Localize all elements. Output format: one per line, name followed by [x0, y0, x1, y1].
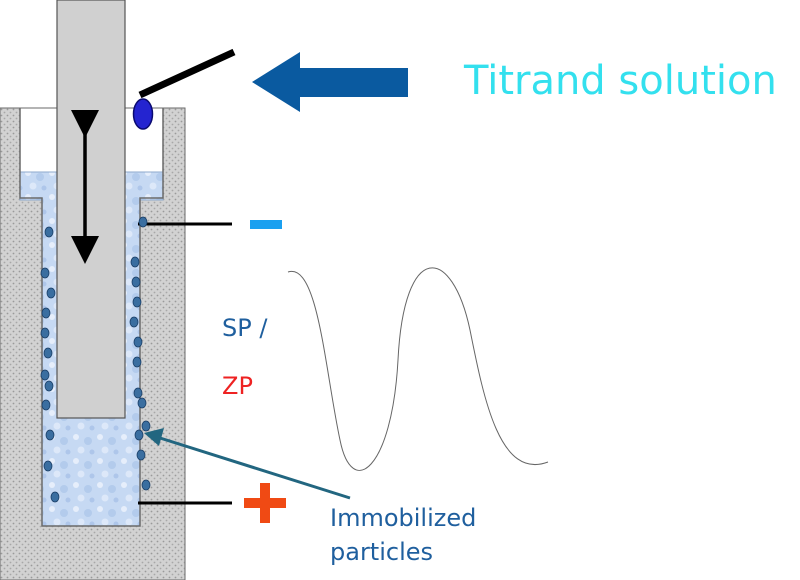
particle	[45, 429, 55, 441]
plus-sign	[244, 483, 286, 523]
valve-lever	[138, 48, 236, 99]
particle	[132, 356, 142, 368]
minus-sign	[250, 220, 282, 229]
particle	[44, 380, 54, 392]
particle	[129, 316, 139, 328]
signal-wave	[287, 267, 549, 471]
zp-label: ZP	[222, 372, 253, 400]
particle	[40, 327, 50, 339]
particle	[40, 267, 50, 279]
particle	[138, 216, 148, 228]
particle	[131, 276, 141, 288]
particle	[40, 369, 50, 381]
cavity-outline	[19, 108, 164, 527]
particle	[137, 397, 147, 409]
particle	[44, 226, 54, 238]
inflow-arrow	[252, 52, 408, 112]
particle	[133, 387, 143, 399]
immobilized-particles	[40, 216, 151, 503]
sp-label: SP /	[222, 314, 268, 342]
particle	[41, 399, 51, 411]
piston	[56, 0, 126, 419]
particle	[130, 256, 140, 268]
immobilized-particles-label-line2: particles	[330, 538, 434, 566]
particles-pointer-head	[144, 428, 164, 446]
valve	[132, 98, 154, 130]
particle	[50, 491, 60, 503]
particle	[134, 429, 144, 441]
titrand-solution-label: Titrand solution	[464, 58, 777, 104]
particle	[141, 479, 151, 491]
particle	[136, 449, 146, 461]
particle	[43, 460, 53, 472]
particle	[141, 420, 151, 432]
particle	[133, 336, 143, 348]
immobilized-particles-label: Immobilized	[330, 504, 477, 532]
particle	[43, 347, 53, 359]
particle	[41, 307, 51, 319]
particle	[46, 287, 56, 299]
particles-pointer-line	[159, 436, 351, 500]
particle	[132, 296, 142, 308]
